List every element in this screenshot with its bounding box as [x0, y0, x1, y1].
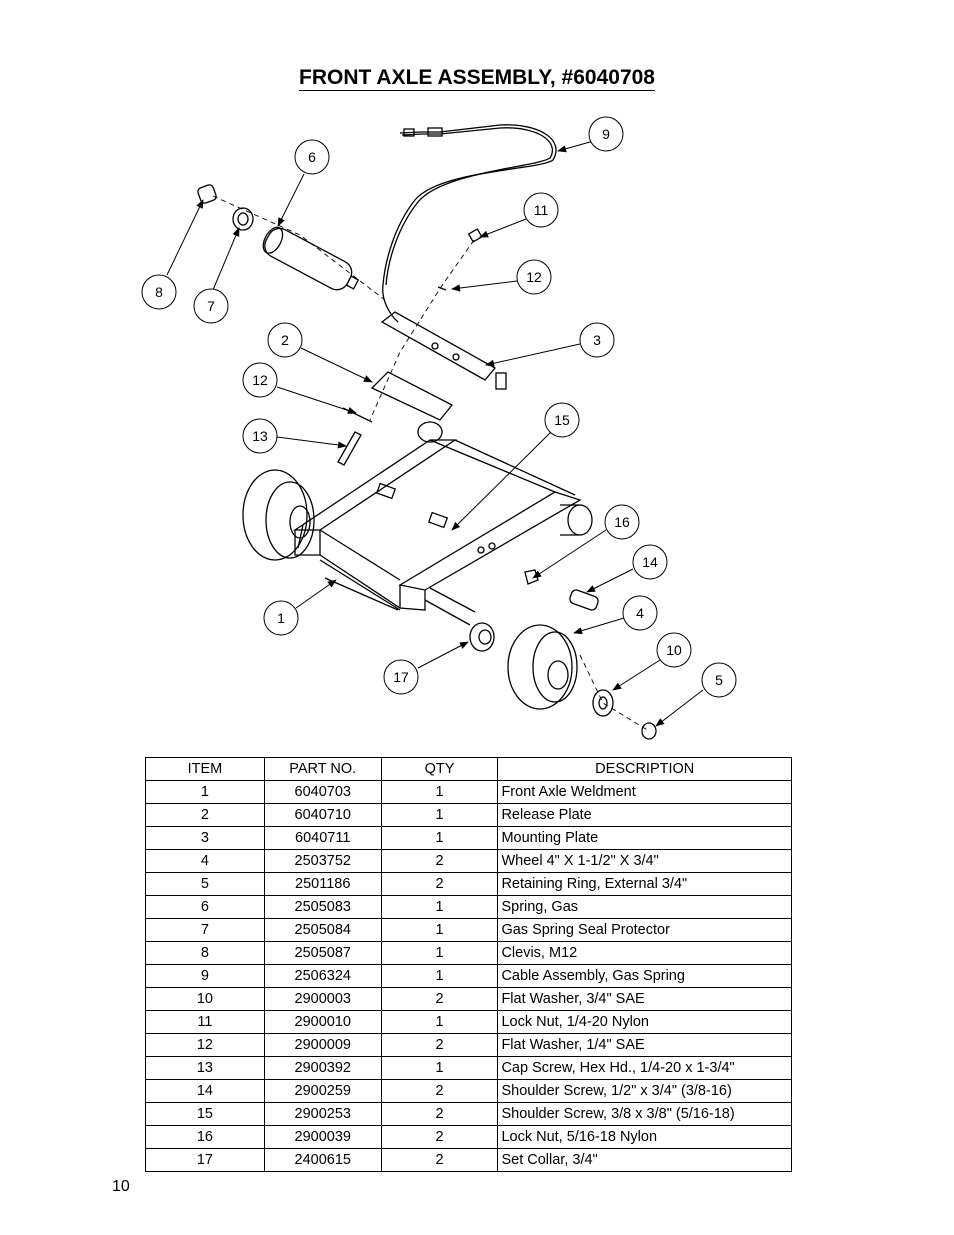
- exploded-assembly-diagram: 9 6 11 12 8 7 2 3 12 15 13 16 14 4 1 10 …: [141, 116, 737, 740]
- svg-text:8: 8: [155, 284, 163, 300]
- callout-5: 5: [701, 662, 737, 698]
- gas-spring: [262, 226, 360, 291]
- callout-10: 10: [656, 632, 692, 668]
- svg-text:2: 2: [281, 332, 289, 348]
- clevis: [197, 184, 217, 204]
- svg-text:12: 12: [526, 269, 542, 285]
- svg-text:6: 6: [308, 149, 316, 165]
- svg-text:10: 10: [666, 642, 682, 658]
- release-plate: [370, 371, 454, 421]
- mounting-plate: [380, 311, 497, 381]
- callout-9: 9: [588, 116, 624, 152]
- callout-7: 7: [193, 288, 229, 324]
- callout-15: 15: [544, 402, 580, 438]
- table-header-row: ITEM PART NO. QTY DESCRIPTION: [145, 757, 792, 781]
- callout-6: 6: [294, 139, 330, 175]
- svg-text:1: 1: [277, 610, 285, 626]
- svg-text:3: 3: [593, 332, 601, 348]
- callout-2: 2: [267, 322, 303, 358]
- lock-nut: [524, 569, 539, 585]
- page-number: 10: [112, 1178, 130, 1195]
- svg-text:14: 14: [642, 554, 658, 570]
- svg-text:7: 7: [207, 298, 215, 314]
- retaining-ring: [641, 722, 657, 740]
- callout-4: 4: [622, 595, 658, 631]
- svg-text:15: 15: [554, 412, 570, 428]
- svg-text:12: 12: [252, 372, 268, 388]
- svg-text:5: 5: [715, 672, 723, 688]
- svg-text:9: 9: [602, 126, 610, 142]
- page-title: FRONT AXLE ASSEMBLY, #6040708: [299, 66, 655, 91]
- callout-17: 17: [383, 659, 419, 695]
- cable-assembly: [382, 124, 557, 323]
- wheel-right: [507, 624, 573, 710]
- header-qty: QTY: [380, 757, 499, 781]
- svg-text:17: 17: [393, 669, 409, 685]
- callout-8: 8: [141, 274, 177, 310]
- header-part-no: PART NO.: [263, 757, 382, 781]
- callout-12: 12: [516, 259, 552, 295]
- callout-13: 13: [242, 418, 278, 454]
- callout-3: 3: [579, 322, 615, 358]
- seal-protector: [232, 207, 254, 231]
- svg-text:16: 16: [614, 514, 630, 530]
- set-collar: [469, 622, 495, 652]
- wheel-left: [242, 469, 308, 561]
- callout-1: 1: [263, 600, 299, 636]
- callout-14: 14: [632, 544, 668, 580]
- flat-washer: [592, 689, 614, 717]
- svg-text:11: 11: [534, 202, 549, 218]
- callout-16: 16: [604, 504, 640, 540]
- header-item: ITEM: [145, 757, 265, 781]
- header-description: DESCRIPTION: [497, 757, 792, 781]
- svg-text:4: 4: [636, 605, 644, 621]
- callout-11: 11: [523, 192, 559, 228]
- svg-text:13: 13: [252, 428, 268, 444]
- callout-12-b: 12: [242, 362, 278, 398]
- cap-screw: [337, 431, 362, 466]
